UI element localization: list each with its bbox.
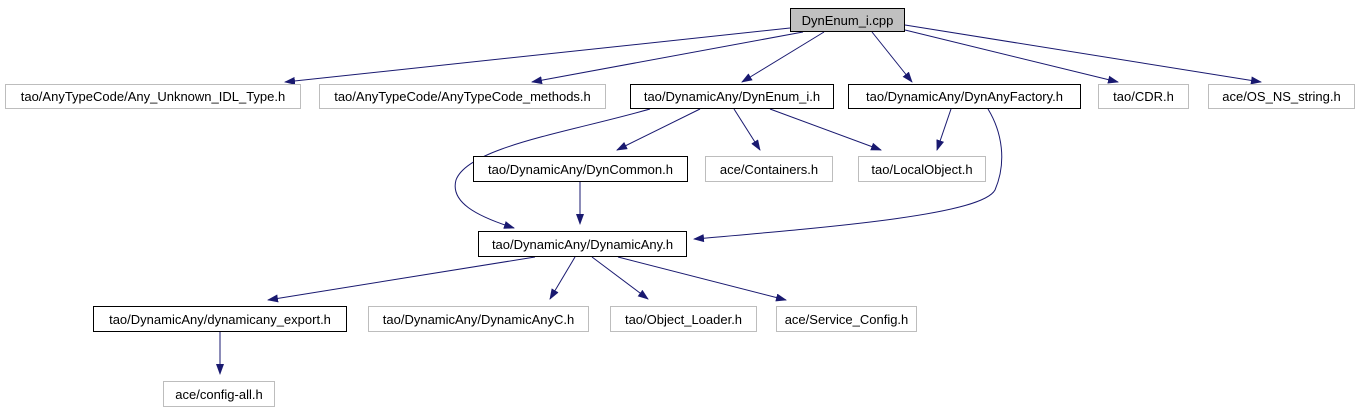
graph-node-dynamicany_export_h[interactable]: tao/DynamicAny/dynamicany_export.h	[93, 306, 347, 332]
edge-dynenum_i_cpp-to-any_unknown_idl_type	[284, 27, 791, 85]
graph-node-object_loader_h: tao/Object_Loader.h	[610, 306, 757, 332]
graph-node-dynamicany_h[interactable]: tao/DynamicAny/DynamicAny.h	[478, 231, 687, 257]
edge-dynenum_i_h-to-localobject_h	[769, 108, 882, 151]
edge-dynamicany_h-to-dynamicany_export_h	[267, 256, 536, 303]
edge-dynenum_i_h-to-containers_h	[733, 108, 761, 151]
graph-node-os_ns_string_h: ace/OS_NS_string.h	[1208, 84, 1355, 109]
graph-node-anytypecode_methods: tao/AnyTypeCode/AnyTypeCode_methods.h	[319, 84, 606, 109]
graph-node-any_unknown_idl_type: tao/AnyTypeCode/Any_Unknown_IDL_Type.h	[5, 84, 301, 109]
graph-node-cdr_h: tao/CDR.h	[1098, 84, 1189, 109]
edge-dynenum_i_cpp-to-dynenum_i_h	[741, 31, 825, 83]
edge-dynenum_i_cpp-to-cdr_h	[904, 29, 1119, 84]
graph-node-service_config_h: ace/Service_Config.h	[776, 306, 917, 332]
graph-node-dynenum_i_cpp: DynEnum_i.cpp	[790, 8, 905, 32]
edge-dynenum_i_cpp-to-anytypecode_methods	[531, 31, 804, 85]
edge-dynanyfactory_h-to-dynamicany_h	[693, 108, 1003, 243]
edge-dynanyfactory_h-to-localobject_h	[936, 108, 952, 151]
edge-dynamicany_h-to-dynamicanyc_h	[549, 256, 576, 300]
edge-dynenum_i_cpp-to-os_ns_string_h	[904, 24, 1262, 85]
graph-node-dynanyfactory_h[interactable]: tao/DynamicAny/DynAnyFactory.h	[848, 84, 1081, 109]
edge-dynenum_i_h-to-dynamicany_h	[454, 108, 651, 229]
graph-node-config_all_h: ace/config-all.h	[163, 381, 275, 407]
edge-dynamicany_h-to-object_loader_h	[591, 256, 649, 300]
graph-node-localobject_h: tao/LocalObject.h	[858, 156, 986, 182]
graph-node-dynenum_i_h[interactable]: tao/DynamicAny/DynEnum_i.h	[630, 84, 834, 109]
graph-node-dynamicanyc_h: tao/DynamicAny/DynamicAnyC.h	[368, 306, 589, 332]
graph-node-dyncommon_h[interactable]: tao/DynamicAny/DynCommon.h	[473, 156, 688, 182]
edge-dynamicany_h-to-service_config_h	[617, 256, 787, 302]
edge-dynenum_i_h-to-dyncommon_h	[616, 108, 701, 151]
graph-node-containers_h: ace/Containers.h	[705, 156, 833, 182]
edge-dynenum_i_cpp-to-dynanyfactory_h	[871, 31, 913, 83]
